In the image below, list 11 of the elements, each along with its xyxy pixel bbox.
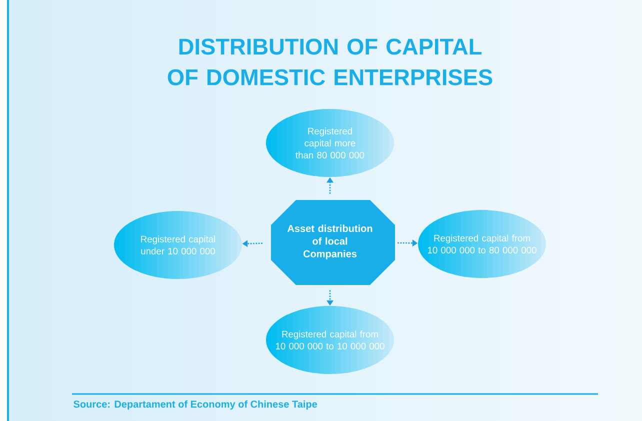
source-note: Source: Departament of Economy of Chinese Taipe — [74, 400, 318, 410]
ellipse-box: Registered capital from 10 000 000 to 80 000 000 — [418, 210, 546, 278]
node-label: Registered capital from 10 000 000 to 10 000 000 — [276, 330, 384, 350]
ellipse-box: Registered capital more than 80 000 000 — [266, 109, 394, 177]
octagon-box: Asset distribution of local Companies — [271, 200, 395, 285]
ellipse-box: Registered capital from 10 000 000 to 10 000 000 — [266, 306, 394, 374]
node-label: Registered capital more than 80 000 000 — [296, 128, 364, 158]
node-label: Registered capital from 10 000 000 to 80 000 000 — [428, 234, 536, 254]
ellipse-box: Registered capital under 10 000 000 — [114, 211, 242, 279]
title: DISTRIBUTION OF CAPITAL OF DOMESTIC ENTERPRISES — [168, 38, 492, 86]
node-label: Registered capital under 10 000 000 — [141, 236, 215, 254]
